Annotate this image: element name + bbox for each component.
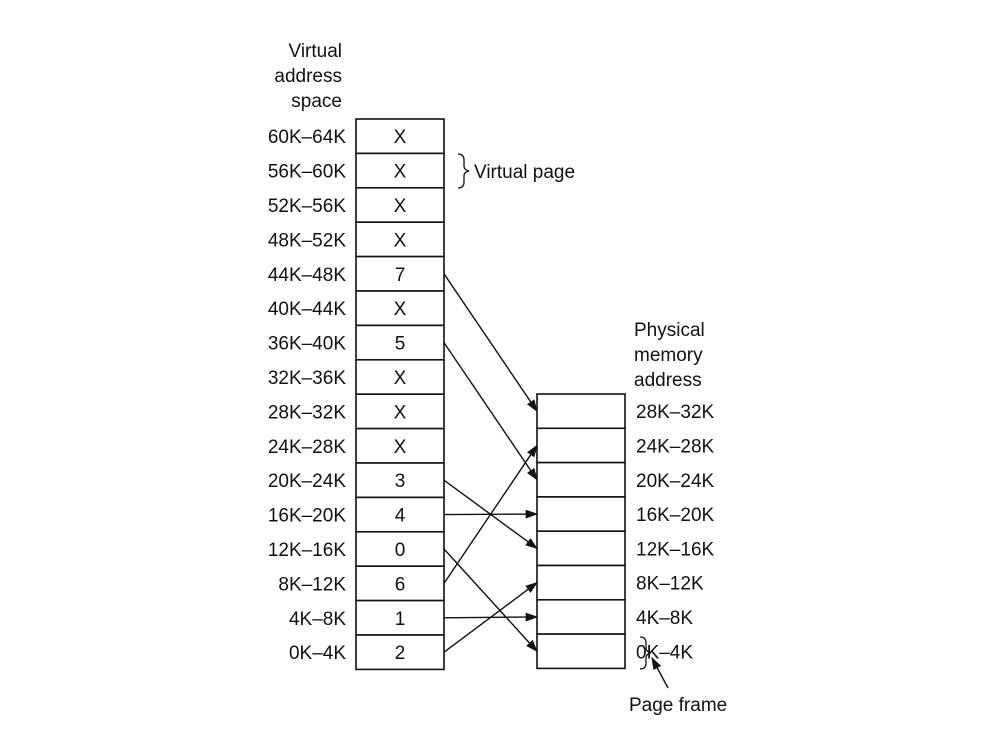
virtual-page-cell — [355, 358, 445, 395]
virtual-page-entry: 4 — [395, 506, 406, 527]
virtual-page-cell — [355, 427, 445, 464]
physical-title-line-1: Physical — [634, 320, 705, 341]
virtual-page-cell — [355, 634, 445, 671]
virtual-page-entry: X — [394, 437, 407, 458]
virtual-page-entry: 0 — [395, 540, 406, 561]
virtual-page-range-label: 32K–36K — [268, 368, 347, 389]
virtual-page-range-label: 48K–52K — [268, 230, 347, 251]
virtual-page-entry: X — [394, 230, 407, 251]
virtual-page-range-label: 0K–4K — [289, 643, 346, 664]
virtual-page-range-label: 28K–32K — [268, 402, 347, 423]
virtual-page-range-label: 44K–48K — [268, 265, 347, 286]
mapping-arrow — [443, 342, 538, 481]
page-frame-cell — [536, 633, 626, 670]
virtual-page-cell — [355, 221, 445, 258]
virtual-page-entry: X — [394, 196, 407, 217]
page-frame-pointer-arrow — [651, 656, 669, 689]
virtual-page-entry: 1 — [395, 609, 406, 630]
page-frame-cell — [536, 427, 626, 464]
virtual-page-range-label: 20K–24K — [268, 471, 347, 492]
virtual-page-column: X 60K–64K X 56K–60K X 52K–56K X 48K–52K 7 44K–48K… — [268, 118, 445, 671]
virtual-page-range-label: 52K–56K — [268, 196, 347, 217]
page-frame-cell — [536, 564, 626, 601]
mapping-arrow — [443, 273, 538, 413]
virtual-page-brace — [457, 153, 470, 189]
virtual-title-line-2: address — [274, 66, 342, 87]
page-frame-brace — [639, 636, 652, 670]
page-frame-cell — [536, 461, 626, 498]
virtual-page-range-label: 4K–8K — [289, 609, 346, 630]
virtual-page-cell — [355, 496, 445, 533]
virtual-page-range-label: 12K–16K — [268, 540, 347, 561]
physical-title-line-2: memory — [634, 345, 703, 366]
virtual-page-cell — [355, 290, 445, 327]
page-frame-cell — [536, 530, 626, 567]
virtual-page-cell — [355, 118, 445, 155]
virtual-page-range-label: 36K–40K — [268, 334, 347, 355]
page-frame-range-label: 12K–16K — [636, 539, 715, 560]
virtual-page-entry: X — [394, 299, 407, 320]
page-frame-range-label: 8K–12K — [636, 574, 704, 595]
virtual-title-line-3: space — [291, 91, 342, 112]
virtual-page-range-label: 16K–20K — [268, 506, 347, 527]
virtual-page-range-label: 40K–44K — [268, 299, 347, 320]
page-frame-cell — [536, 393, 626, 430]
page-frame-range-label: 24K–28K — [636, 436, 715, 457]
virtual-title-line-1: Virtual — [288, 41, 342, 62]
virtual-page-entry: 2 — [395, 643, 406, 664]
page-frame-range-label: 4K–8K — [636, 608, 693, 629]
virtual-page-range-label: 8K–12K — [278, 574, 346, 595]
mapping-arrows — [443, 273, 539, 653]
virtual-page-label: Virtual page — [474, 162, 575, 183]
virtual-page-entry: X — [394, 402, 407, 423]
page-frame-cell — [536, 598, 626, 635]
virtual-page-entry: X — [394, 368, 407, 389]
virtual-page-entry: 7 — [395, 265, 406, 286]
virtual-page-entry: X — [394, 127, 407, 148]
mapping-arrow — [443, 548, 538, 653]
mapping-arrow — [443, 444, 538, 584]
physical-title-line-3: address — [634, 370, 702, 391]
virtual-page-range-label: 24K–28K — [268, 437, 347, 458]
virtual-page-range-label: 56K–60K — [268, 162, 347, 183]
virtual-page-entry: X — [394, 162, 407, 183]
virtual-page-range-label: 60K–64K — [268, 127, 347, 148]
page-frame-range-label: 0K–4K — [636, 642, 693, 663]
page-frame-column: 28K–32K 24K–28K 20K–24K 16K–20K 12K–16K 8K–12… — [536, 393, 715, 670]
mapping-arrow — [443, 581, 539, 653]
page-frame-range-label: 20K–24K — [636, 471, 715, 492]
virtual-page-entry: 3 — [395, 471, 406, 492]
page-frame-cell — [536, 496, 626, 532]
page-frame-label: Page frame — [629, 695, 727, 716]
virtual-page-cell — [355, 152, 445, 189]
page-frame-range-label: 16K–20K — [636, 505, 715, 526]
virtual-page-cell — [355, 565, 445, 602]
page-frame-range-label: 28K–32K — [636, 402, 715, 423]
virtual-page-entry: 5 — [395, 334, 406, 355]
virtual-page-entry: 6 — [395, 574, 406, 595]
